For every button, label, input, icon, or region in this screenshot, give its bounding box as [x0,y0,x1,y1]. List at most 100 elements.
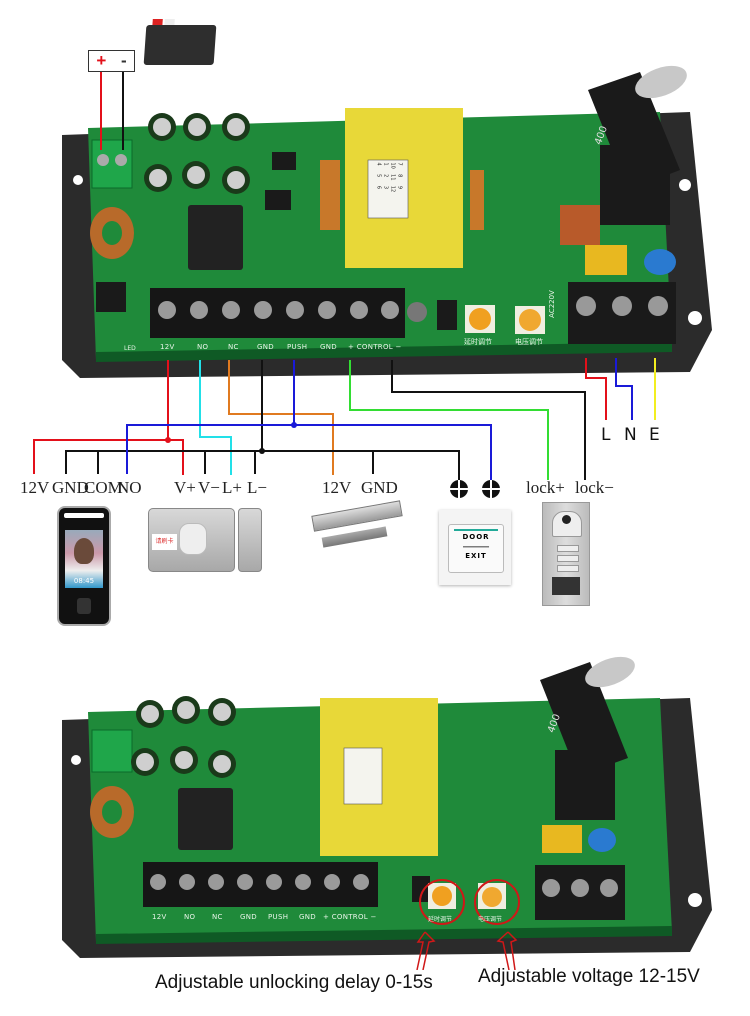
terminal-screw [612,296,632,316]
optocoupler [412,876,430,902]
junction-red [165,437,171,443]
exit-button-door-text: DOOR [462,533,490,541]
bottom-voltage-pot-label: 电压调节 [478,917,503,923]
call-button [557,545,579,552]
exit-button: DOOR ⸻ EXIT [439,510,511,585]
bottom-terminal-label-gnd2: GND [299,913,316,921]
face-label-no: NO [117,478,142,497]
maglock-label-gnd: GND [361,478,398,497]
heatsink [555,750,615,820]
voltage-potentiometer[interactable] [482,887,502,907]
mount-hole [688,893,702,907]
battery-polarity-box: + - [88,50,135,72]
bottom-delay-pot-label: 延时调节 [428,917,453,923]
battery-minus: - [120,51,127,70]
maglock-label-12v: 12V [322,478,352,497]
wire-black-gnd-bus [65,450,460,480]
capacitor-group [131,696,236,778]
top-board-graphic [62,65,712,378]
wire-black-control [391,360,586,480]
terminal-screw [97,154,109,166]
terminal-label-push: PUSH [287,343,308,351]
terminal-label-gnd: GND [257,343,274,351]
wire-green-control [349,360,549,480]
voltage-pot-label: 电压调节 [515,339,543,346]
delay-potentiometer[interactable] [432,886,452,906]
battery-terminal-block [91,729,133,773]
wire-mains-l [585,358,607,420]
ic-chip [272,152,296,170]
terminal-label-no: NO [197,343,209,351]
voltage-potentiometer[interactable] [519,309,541,331]
terminal-screw [600,879,618,897]
terminal-screw [648,296,668,316]
wiring-diagram [33,72,656,498]
heatsink [600,145,670,225]
mains-label-l: L [601,425,611,445]
mount-hole [688,311,702,325]
led-label: LED [124,345,136,352]
terminal-screw [542,879,560,897]
bottom-terminal-label-no: NO [184,913,196,921]
bulk-capacitor [540,656,635,776]
terminal-screws [150,874,369,890]
voltage-pot-highlight [474,879,520,925]
intercom-label-lockminus: lock− [575,478,614,497]
lock-label-lminus: L− [247,478,267,497]
terminal-label-control: + CONTROL − [348,343,402,351]
electric-rim-lock: 请刷卡 [148,508,235,572]
rim-lock-keeper [238,508,262,572]
exit-button-led-strip [454,529,498,531]
mount-hole [71,755,81,765]
terminal-label-gnd2: GND [320,343,337,351]
bottom-terminal-label-control: + CONTROL − [323,913,377,921]
intercom-call-buttons [557,545,579,572]
common-mode-choke [560,205,600,245]
exit-button-terminal-1 [450,480,468,498]
face-label-gnd: GND [52,478,89,497]
terminal-screw [571,879,589,897]
bottom-terminal-label-push: PUSH [268,913,289,921]
toroid-core [102,221,122,245]
ic-chip [265,190,291,210]
bottom-terminal-label-gnd: GND [240,913,257,921]
lock-label-vplus: V+ [174,478,196,497]
mains-label-n: N [624,425,637,445]
intercom-camera [552,511,582,537]
terminal-screw [576,296,596,316]
transformer-coil [470,170,484,230]
mains-label-e: E [649,425,660,445]
magnetic-lock-armature [321,526,388,548]
x-capacitor [585,245,627,275]
intercom-label-lockplus: lock+ [526,478,565,497]
exit-button-exit-text: EXIT [465,552,487,560]
face-recognition-terminal: 08:45 [57,506,111,626]
rim-lock-cylinder [179,523,207,555]
mount-hole [679,179,691,191]
face-terminal-portrait [74,538,94,564]
rfid-reader [552,577,580,595]
delay-arrow-icon [416,931,436,970]
face-label-12v: 12V [20,478,50,497]
x-capacitor [542,825,582,853]
terminal-screw [115,154,127,166]
capacitor-group [144,113,250,194]
face-terminal-screen: 08:45 [65,530,103,588]
transformer-label [343,747,383,805]
relay [178,788,233,850]
rim-lock-sticker: 请刷卡 [152,534,177,550]
ic-chip [96,282,126,312]
transformer-coil [320,160,340,230]
fingerprint-sensor [77,598,91,614]
delay-pot-highlight [419,879,465,925]
delay-pot-label: 延时调节 [464,339,492,346]
y-capacitor [644,249,676,275]
camera-lens [562,515,571,524]
terminal-label-12v: 12V [160,343,175,351]
exit-button-face: DOOR ⸻ EXIT [448,524,504,573]
wire-orange-nc [228,360,334,475]
intercom-panel [542,502,590,606]
optocoupler [437,300,457,330]
wire-mains-n [615,358,633,420]
delay-potentiometer[interactable] [469,308,491,330]
